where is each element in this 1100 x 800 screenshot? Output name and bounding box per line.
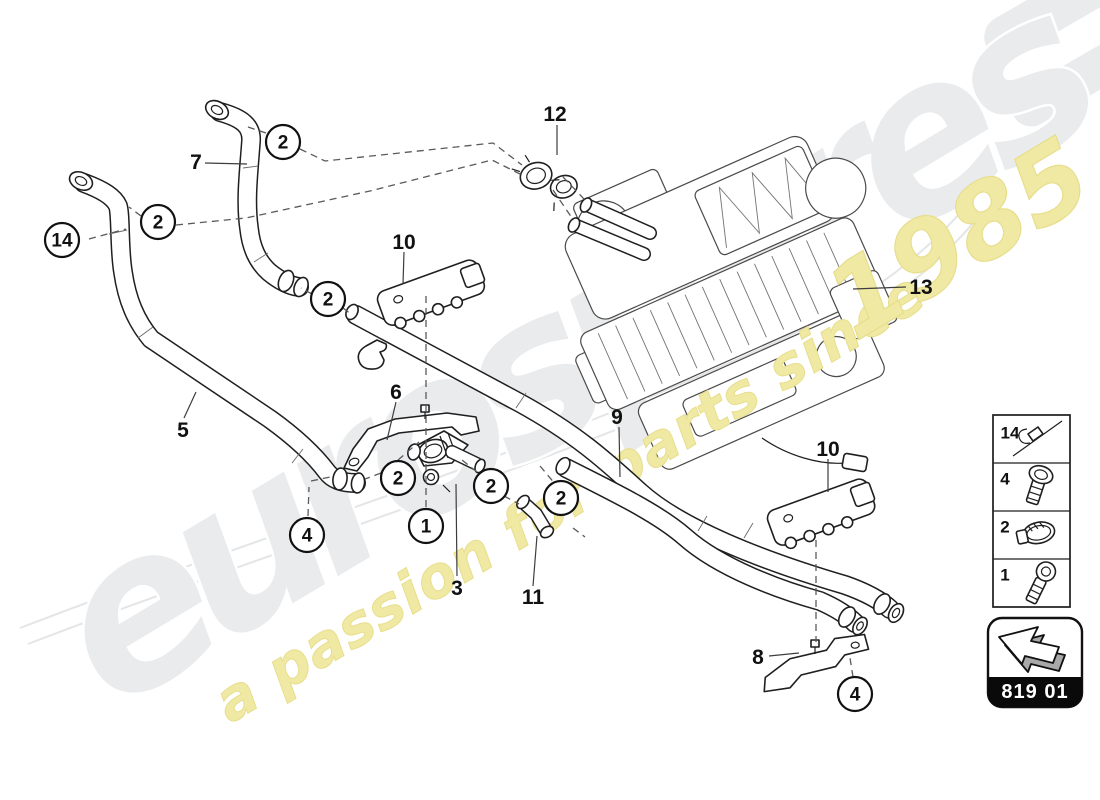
- svg-text:1: 1: [1000, 566, 1009, 585]
- svg-text:2: 2: [323, 290, 334, 311]
- svg-text:2: 2: [1000, 518, 1009, 537]
- legend-row-1[interactable]: 1: [1000, 559, 1058, 606]
- hose-connector-part-11: [516, 494, 555, 539]
- part-label-12[interactable]: 12: [543, 103, 566, 126]
- pipe-clip: [357, 339, 388, 370]
- part-label-11[interactable]: 11: [522, 586, 545, 609]
- pipe-bend-marks: [108, 165, 754, 539]
- part-label-10-lower[interactable]: 10: [816, 438, 839, 461]
- part-label-8[interactable]: 8: [752, 646, 764, 669]
- heater-hose-part-5: [68, 170, 366, 494]
- callout-2-b[interactable]: 2: [264, 123, 302, 161]
- watermark-swoosh-bar: [1006, 0, 1100, 132]
- double-seal-part-12: [511, 154, 578, 212]
- fastener-legend: 14 4 2 1: [992, 414, 1071, 608]
- part-label-9[interactable]: 9: [611, 406, 623, 429]
- bracket-screw: [420, 404, 430, 413]
- unit-heater-pipe-stubs: [567, 197, 657, 261]
- support-bracket-part-8: [763, 633, 870, 693]
- watermark-swoosh-bar: [979, 0, 1100, 64]
- bracket-screw: [810, 639, 820, 654]
- retaining-bracket-part-10-lower: [766, 478, 876, 550]
- watermark-swoosh-curve: [19, 194, 976, 629]
- svg-text:14: 14: [1001, 424, 1020, 443]
- heater-hose-part-7: [204, 99, 309, 298]
- legend-row-14[interactable]: 14: [1001, 420, 1063, 457]
- torx-screw-icon: [1025, 561, 1057, 605]
- svg-text:2: 2: [153, 213, 164, 234]
- part-group-badge[interactable]: 819 01: [986, 616, 1084, 709]
- label-leader-lines: [183, 125, 907, 657]
- callout-4-a[interactable]: 4: [288, 516, 326, 554]
- part-label-13[interactable]: 13: [909, 276, 932, 299]
- callout-2-c[interactable]: 2: [309, 280, 347, 318]
- svg-text:2: 2: [393, 469, 404, 490]
- svg-text:2: 2: [486, 477, 497, 498]
- flanged-screw-icon: [1025, 464, 1054, 506]
- part-label-5[interactable]: 5: [177, 419, 189, 442]
- callout-4-b[interactable]: 4: [836, 675, 874, 713]
- svg-text:4: 4: [302, 526, 313, 547]
- hose-clamp-icon: [1015, 521, 1056, 545]
- part-label-3[interactable]: 3: [451, 577, 463, 600]
- retaining-bracket-part-10-upper: [376, 259, 486, 330]
- svg-text:4: 4: [1000, 470, 1010, 489]
- callout-14[interactable]: 14: [43, 221, 81, 259]
- part-group-code: 819 01: [1001, 681, 1068, 703]
- part-label-10-upper[interactable]: 10: [392, 231, 415, 254]
- coolant-pipe-part-9-lower: [555, 456, 868, 636]
- svg-text:2: 2: [556, 489, 567, 510]
- callout-2-e[interactable]: 2: [472, 467, 510, 505]
- callout-2-f[interactable]: 2: [542, 479, 580, 517]
- mounting-bracket-part-6: [343, 404, 480, 472]
- svg-text:14: 14: [51, 231, 73, 252]
- part-label-7[interactable]: 7: [190, 151, 202, 174]
- callout-2-a[interactable]: 2: [139, 203, 177, 241]
- svg-text:4: 4: [850, 685, 861, 706]
- callout-1[interactable]: 1: [407, 507, 445, 545]
- coolant-pipe-part-9-upper: [345, 303, 905, 624]
- legend-row-4[interactable]: 4: [1000, 463, 1055, 507]
- unit-wiring-harness: [761, 437, 869, 473]
- svg-text:1: 1: [421, 517, 432, 538]
- assembly-dashed-guides: [88, 125, 854, 678]
- svg-text:2: 2: [278, 133, 289, 154]
- part-label-6[interactable]: 6: [390, 381, 402, 404]
- back-arrow-icon: [998, 626, 1066, 673]
- callout-2-d[interactable]: 2: [379, 459, 417, 497]
- legend-row-2[interactable]: 2: [1000, 518, 1056, 548]
- cable-tie-icon: [1012, 420, 1063, 457]
